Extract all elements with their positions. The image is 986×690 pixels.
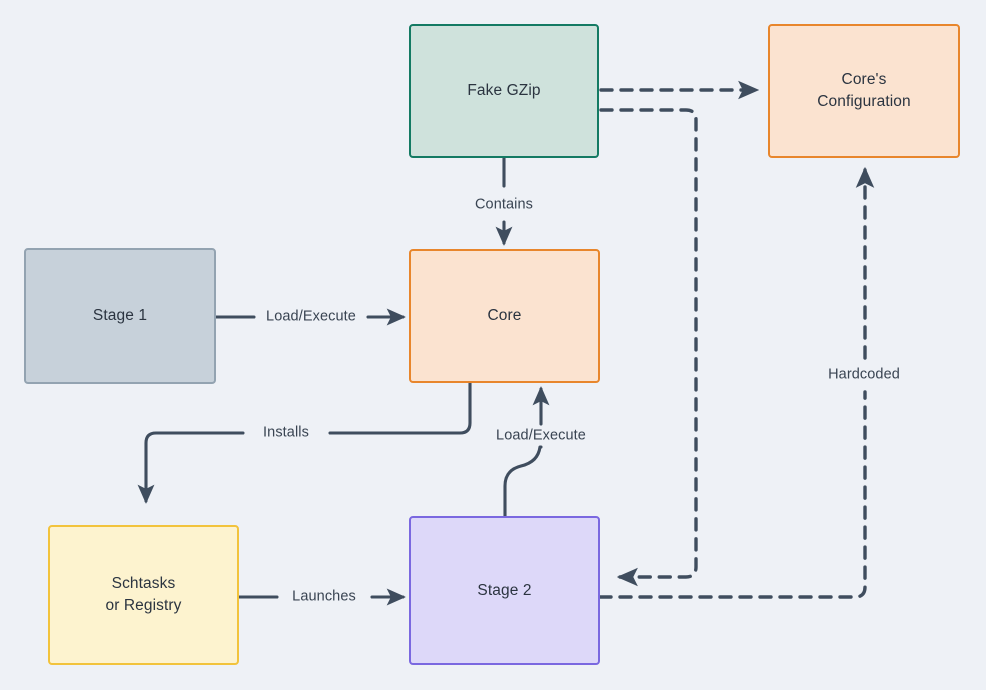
edge-label-load-execute-stage1: Load/Execute <box>262 308 360 326</box>
edge-label-contains: Contains <box>470 196 538 214</box>
node-cores-configuration[interactable]: Core's Configuration <box>768 24 960 158</box>
edge-label-launches: Launches <box>288 588 360 606</box>
node-stage-1[interactable]: Stage 1 <box>24 248 216 384</box>
node-stage-1-label: Stage 1 <box>92 307 148 324</box>
edge-label-hardcoded: Hardcoded <box>824 366 904 384</box>
node-schtasks-or-registry-label: Schtasks or Registry <box>105 575 182 614</box>
edge-load-execute-stage2 <box>503 445 543 518</box>
edge-installs <box>328 381 472 435</box>
node-core-label: Core <box>487 307 522 324</box>
node-fake-gzip[interactable]: Fake GZip <box>409 24 599 158</box>
node-schtasks-or-registry[interactable]: Schtasks or Registry <box>48 525 239 665</box>
node-stage-2[interactable]: Stage 2 <box>409 516 600 665</box>
node-cores-configuration-label: Core's Configuration <box>817 71 911 110</box>
edge-gzip-to-stage2 <box>599 108 698 587</box>
node-stage-2-label: Stage 2 <box>477 581 532 599</box>
edge-installs-arrow <box>137 431 245 504</box>
node-core[interactable]: Core <box>409 249 600 383</box>
edge-label-installs: Installs <box>259 424 313 442</box>
edge-hardcoded-lower <box>598 390 867 599</box>
edge-label-load-execute-stage2: Load/Execute <box>492 427 590 445</box>
node-fake-gzip-label: Fake GZip <box>467 82 541 99</box>
